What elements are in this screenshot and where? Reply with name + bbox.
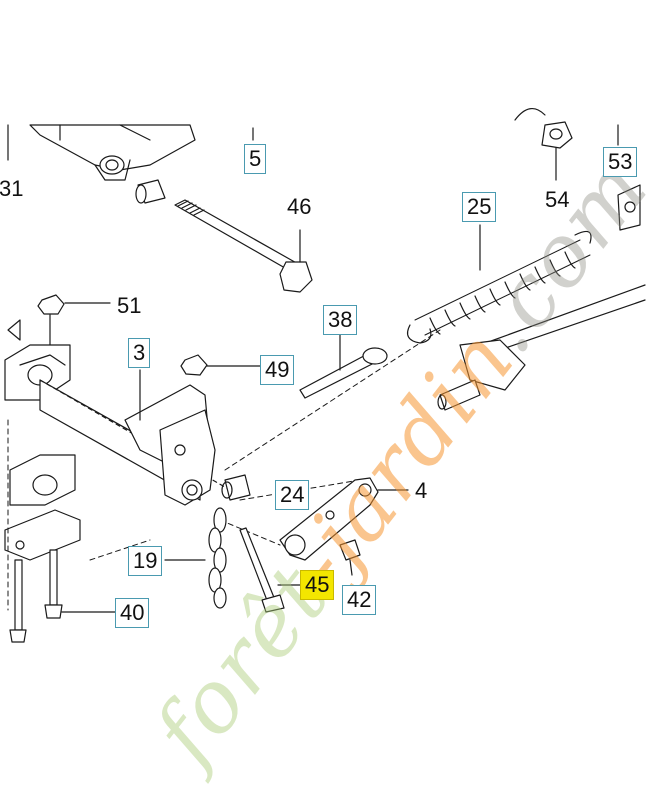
callout-45-highlighted[interactable]: 45 — [300, 570, 335, 600]
callout-5[interactable]: 5 — [244, 144, 267, 174]
bolt-46-part — [174, 199, 313, 293]
spring-25-part — [407, 224, 592, 344]
nut-54-part — [514, 108, 573, 181]
bushing-part — [135, 179, 166, 204]
bolt-45-part — [239, 527, 301, 613]
bolts-40-part — [9, 549, 116, 643]
nut-51-part — [37, 294, 111, 346]
callout-19[interactable]: 19 — [128, 546, 163, 576]
callout-24[interactable]: 24 — [275, 480, 310, 510]
nut-49-part — [180, 354, 261, 376]
callout-53[interactable]: 53 — [603, 147, 638, 177]
callout-25[interactable]: 25 — [462, 192, 497, 222]
mount-bracket-part — [4, 319, 81, 561]
callout-49[interactable]: 49 — [260, 355, 295, 385]
upper-frame-part — [29, 124, 196, 181]
callout-42[interactable]: 42 — [342, 585, 377, 615]
bolt-42-part — [339, 539, 361, 576]
callout-54: 54 — [545, 187, 570, 212]
pin-24-part — [221, 474, 251, 501]
callout-3[interactable]: 3 — [128, 338, 151, 368]
callout-46: 46 — [287, 194, 312, 219]
callout-31: 31 — [0, 176, 24, 201]
cable-part — [437, 284, 646, 411]
callout-51: 51 — [117, 293, 142, 318]
chain-19-part — [164, 507, 227, 609]
callout-4: 4 — [415, 478, 428, 503]
assembly-guide-lines — [7, 329, 441, 611]
rod-38-part — [299, 334, 388, 399]
arm-plate-4-part — [279, 477, 409, 561]
callout-38[interactable]: 38 — [323, 305, 358, 335]
arm-bracket-3-part — [124, 369, 216, 506]
bracket-53-part — [617, 124, 641, 231]
callout-40[interactable]: 40 — [115, 598, 150, 628]
